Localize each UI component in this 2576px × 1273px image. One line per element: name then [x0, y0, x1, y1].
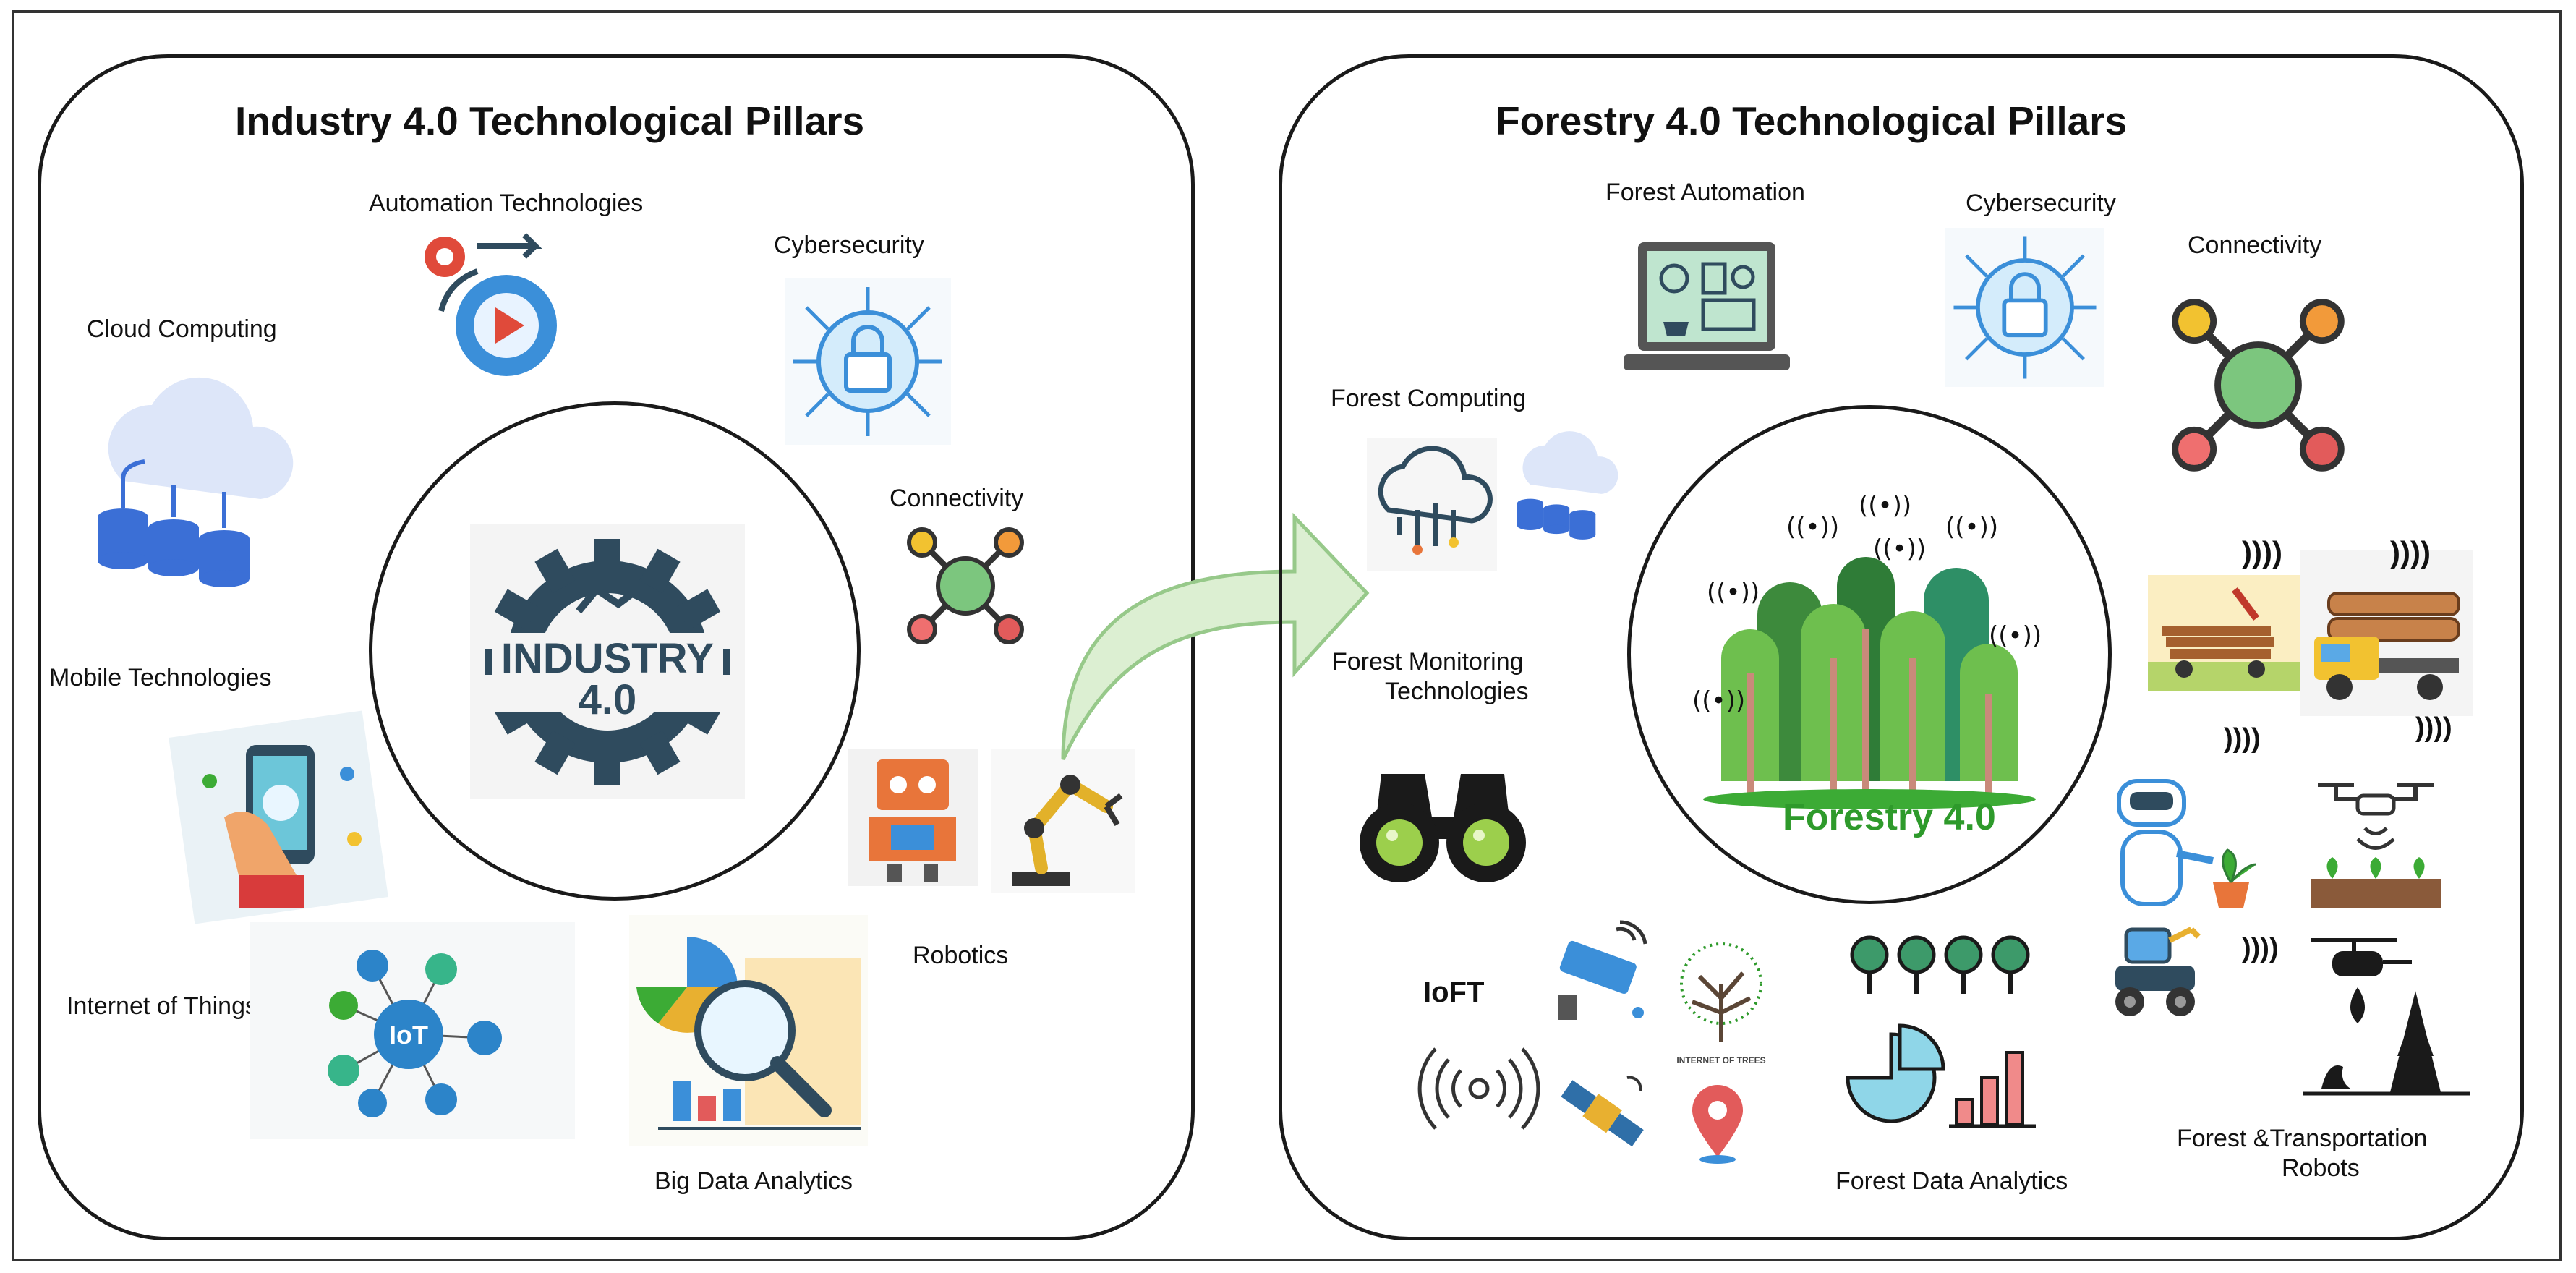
iot-badge: IoT	[389, 1020, 428, 1050]
forest-robots-label-line1: Forest &Transportation	[2177, 1125, 2428, 1152]
big-data-magnifier-icon	[629, 915, 868, 1146]
connectivity-label-right: Connectivity	[2188, 231, 2322, 259]
cloud-circuit-icon	[1367, 438, 1497, 571]
rover-robot-icon	[2115, 927, 2201, 1016]
tree-row-icon	[1850, 935, 2030, 994]
satellite-icon	[1561, 1076, 1644, 1147]
connectivity-label-left: Connectivity	[890, 485, 1024, 512]
industry-center-circle	[369, 401, 861, 901]
automation-technologies-label: Automation Technologies	[369, 190, 644, 217]
forest-data-analytics-label: Forest Data Analytics	[1835, 1167, 2068, 1195]
cloud-database-small-icon	[1517, 431, 1618, 540]
forest-robots-label-line2: Robots	[2282, 1154, 2360, 1182]
big-data-analytics-label: Big Data Analytics	[654, 1167, 853, 1195]
automation-gear-icon	[425, 233, 557, 376]
svg-text:((•)): ((•))	[1989, 621, 2042, 650]
mobile-hand-icon	[169, 710, 388, 924]
industry-version-label: 4.0	[579, 676, 637, 723]
data-chart-icon	[1846, 1023, 2036, 1128]
svg-text:((•)): ((•))	[1859, 491, 1911, 520]
svg-text:((•)): ((•))	[1692, 686, 1745, 715]
cloud-database-icon	[98, 377, 294, 587]
signal-waves-5: ))))	[2242, 933, 2279, 963]
internet-of-trees-text: INTERNET OF TREES	[1676, 1055, 1765, 1065]
forestry-panel-title: Forestry 4.0 Technological Pillars	[1496, 98, 2128, 143]
robotic-arm-icon	[991, 749, 1135, 893]
iot-network-icon: IoT	[250, 922, 575, 1139]
planting-robot-icon	[2117, 779, 2257, 908]
signal-waves-1: ))))	[2242, 535, 2282, 569]
internet-of-trees-icon: INTERNET OF TREES	[1676, 942, 1766, 1065]
forestry-center-circle	[1627, 405, 2112, 904]
network-hub-icon-left	[907, 527, 1024, 644]
lock-circuit-icon-right	[1945, 228, 2104, 387]
industry-panel-title: Industry 4.0 Technological Pillars	[235, 98, 865, 143]
log-truck-icon	[2300, 550, 2473, 716]
svg-text:((•)): ((•))	[1707, 578, 1760, 607]
camera-sensor-icon	[1558, 920, 1647, 1020]
forest-automation-label: Forest Automation	[1605, 179, 1805, 206]
cybersecurity-label-left: Cybersecurity	[774, 231, 924, 259]
industry-gear-icon: INDUSTRY 4.0	[470, 524, 745, 799]
forest-sensors-icon: ((•)) ((•)) ((•)) ((•)) ((•)) ((•)) ((•))	[1692, 491, 2042, 809]
location-pin-icon	[1692, 1085, 1743, 1164]
mobile-technologies-label: Mobile Technologies	[49, 664, 272, 691]
internet-of-things-label: Internet of Things	[67, 992, 257, 1020]
robot-icon	[848, 749, 978, 886]
svg-text:((•)): ((•))	[1786, 513, 1839, 542]
forestry-panel	[1279, 54, 2524, 1240]
forest-monitoring-label-line1: Forest Monitoring	[1332, 648, 1524, 676]
robotics-label: Robotics	[913, 942, 1009, 969]
log-loader-icon	[2148, 575, 2300, 691]
industry-panel	[38, 54, 1195, 1240]
fire-helicopter-icon	[2303, 938, 2470, 1096]
cybersecurity-label-right: Cybersecurity	[1966, 190, 2116, 217]
signal-waves-4: ))))	[2415, 712, 2452, 743]
svg-text:((•)): ((•))	[1945, 513, 1998, 542]
forest-laptop-icon	[1624, 242, 1790, 370]
planting-drone-icon	[2311, 783, 2441, 908]
radio-signal-icon	[1417, 1047, 1540, 1130]
network-hub-icon-right	[2172, 299, 2345, 472]
diagram-frame	[12, 10, 2562, 1261]
industry-label: INDUSTRY	[501, 635, 714, 682]
forest-computing-label: Forest Computing	[1331, 385, 1527, 412]
binoculars-icon	[1360, 774, 1526, 882]
signal-waves-3: ))))	[2224, 723, 2261, 754]
forestry-center-label: Forestry 4.0	[1783, 796, 1996, 838]
svg-text:((•)): ((•))	[1873, 535, 1926, 563]
lock-circuit-icon-left	[785, 278, 951, 445]
cloud-computing-label: Cloud Computing	[87, 315, 277, 343]
signal-waves-2: ))))	[2390, 535, 2431, 569]
ioft-label: IoFT	[1423, 976, 1485, 1008]
forest-monitoring-label-line2: Technologies	[1385, 678, 1529, 705]
